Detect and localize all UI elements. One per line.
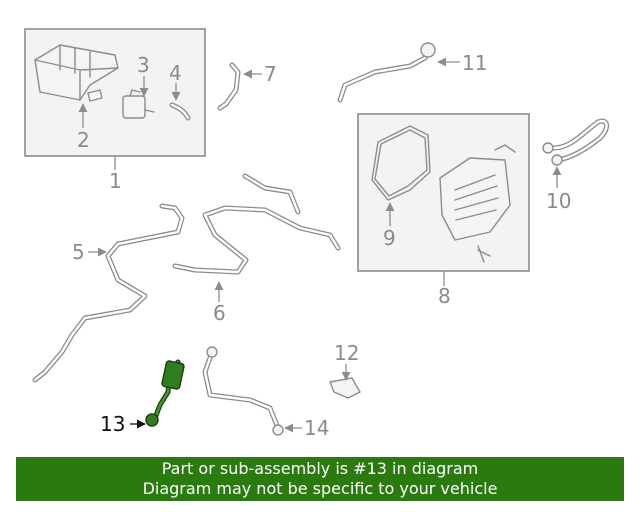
callout-12: 12	[334, 341, 359, 365]
part-11-hose[interactable]	[337, 42, 436, 103]
part-4-hose[interactable]	[169, 102, 191, 121]
part-2-canister[interactable]	[34, 44, 119, 102]
part-10-hose[interactable]	[542, 118, 609, 166]
part-5-sensor-lead[interactable]	[32, 203, 185, 383]
callout-9: 9	[383, 226, 396, 250]
banner-line-1: Part or sub-assembly is #13 in diagram	[161, 459, 479, 478]
part-8-module[interactable]	[439, 144, 516, 263]
callout-11: 11	[462, 51, 487, 75]
callout-13: 13	[100, 412, 125, 436]
part-6-harness[interactable]	[172, 173, 341, 275]
highlight-banner: Part or sub-assembly is #13 in diagram D…	[16, 457, 624, 501]
callout-7: 7	[264, 62, 277, 86]
part-12-bracket[interactable]	[329, 377, 361, 399]
callout-5: 5	[72, 240, 85, 264]
callout-10: 10	[546, 189, 571, 213]
callout-1: 1	[109, 169, 122, 193]
callout-2: 2	[77, 128, 90, 152]
banner-line-2: Diagram may not be specific to your vehi…	[142, 479, 498, 498]
callout-8: 8	[438, 284, 451, 308]
part-7-sensor[interactable]	[217, 62, 241, 111]
callout-14: 14	[304, 416, 329, 440]
callout-4: 4	[169, 61, 182, 85]
part-9-gasket[interactable]	[371, 125, 431, 201]
part-3-sensor[interactable]	[122, 89, 155, 119]
part-13-sensor[interactable]	[145, 359, 185, 427]
callout-6: 6	[213, 301, 226, 325]
part-14-sensor[interactable]	[202, 346, 284, 436]
callout-3: 3	[137, 53, 150, 77]
